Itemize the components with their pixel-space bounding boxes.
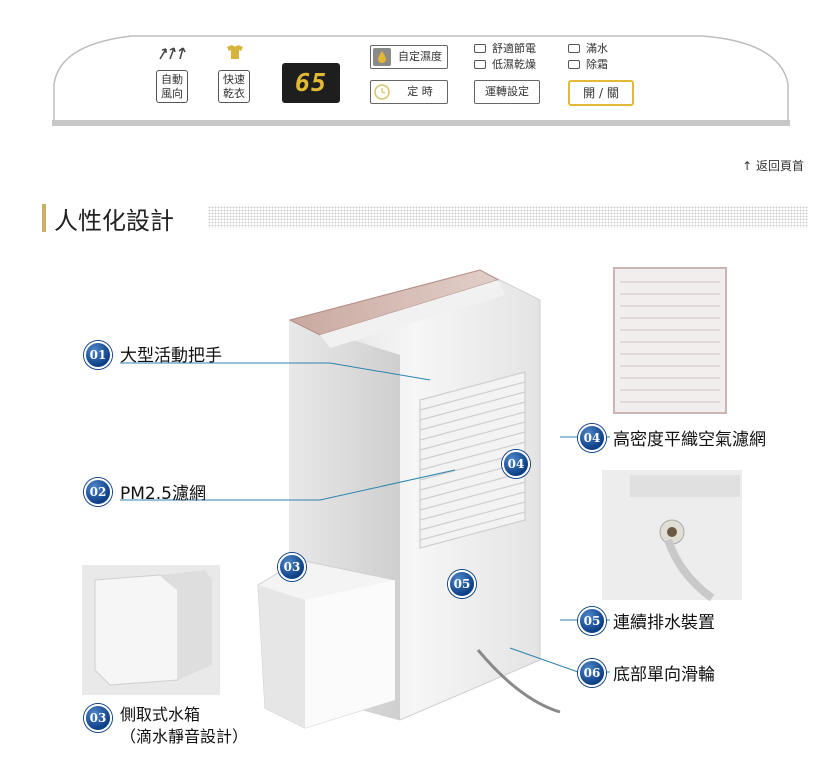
feature-label-handle: 大型活動把手 xyxy=(120,346,222,366)
feature-label-caster-wheel: 底部單向滑輪 xyxy=(613,665,715,685)
humidity-display: 65 xyxy=(282,63,340,103)
indicator-box xyxy=(474,59,486,69)
mode-lowdry-indicator: 低濕乾燥 xyxy=(474,58,536,72)
water-tank-label: 側取式水箱 xyxy=(120,705,201,724)
clock-icon xyxy=(374,84,390,100)
indicator-box xyxy=(568,59,580,69)
callout-number-02: 02 xyxy=(84,478,112,506)
timer-label: 定 時 xyxy=(407,85,433,98)
water-tank xyxy=(257,559,396,729)
auto-humidity-label: 自定濕度 xyxy=(398,50,442,63)
feature-label-water-tank: 側取式水箱 （滴水靜音設計） xyxy=(120,704,248,748)
indicator-box xyxy=(568,43,580,53)
swing-icon xyxy=(159,47,186,60)
device-marker-05: 05 xyxy=(448,570,476,598)
indicator-box xyxy=(474,43,486,53)
full-water-indicator: 滿水 xyxy=(568,42,608,56)
auto-humidity-button[interactable]: 自定濕度 xyxy=(370,45,448,69)
section-dotted-rule xyxy=(208,206,808,228)
mode-comfort-indicator: 舒適節電 xyxy=(474,42,536,56)
water-tank-note: （滴水靜音設計） xyxy=(120,727,249,746)
back-to-top-link[interactable]: ↑ 返回頁首 xyxy=(742,157,804,174)
tank-inset xyxy=(82,565,220,695)
device-marker-04: 04 xyxy=(502,450,530,478)
defrost-indicator: 除霜 xyxy=(568,58,608,72)
callout-number-01: 01 xyxy=(84,341,112,369)
section-accent-bar xyxy=(42,204,46,232)
full-water-label: 滿水 xyxy=(586,42,608,55)
mode-comfort-label: 舒適節電 xyxy=(492,42,536,55)
callout-number-05: 05 xyxy=(578,607,606,635)
power-button[interactable]: 開 / 關 xyxy=(568,80,634,106)
swing-button[interactable]: 自動 風向 xyxy=(156,70,188,103)
shirt-icon xyxy=(227,45,243,59)
water-drop-icon xyxy=(373,48,391,66)
feature-label-air-filter: 高密度平織空氣濾網 xyxy=(613,430,766,450)
callout-number-04: 04 xyxy=(578,424,606,452)
defrost-label: 除霜 xyxy=(586,58,608,71)
drain-inset xyxy=(602,470,742,602)
timer-button[interactable]: 定 時 xyxy=(370,80,448,104)
callout-number-03: 03 xyxy=(84,704,112,732)
arrow-up-icon: ↑ xyxy=(742,159,753,173)
device-marker-03: 03 xyxy=(278,553,306,581)
section-title: 人性化設計 xyxy=(54,207,174,235)
back-to-top-label: 返回頁首 xyxy=(755,159,804,173)
filter-inset xyxy=(613,267,727,414)
callout-number-06: 06 xyxy=(578,659,606,687)
feature-label-pm25-filter: PM2.5濾網 xyxy=(120,484,206,504)
product-illustration xyxy=(82,267,742,729)
mode-lowdry-label: 低濕乾燥 xyxy=(492,58,536,71)
run-setting-button[interactable]: 運轉設定 xyxy=(474,80,540,104)
feature-label-continuous-drain: 連續排水裝置 xyxy=(613,613,715,633)
quick-dry-button[interactable]: 快速 乾衣 xyxy=(218,70,250,103)
